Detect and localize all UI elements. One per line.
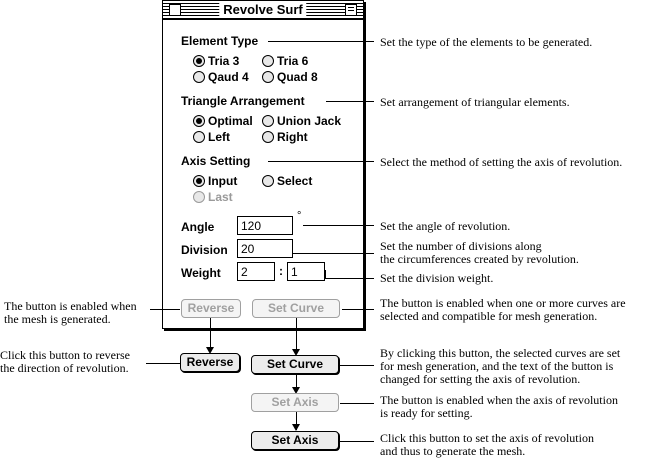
note-angle: Set the angle of revolution. <box>380 219 511 233</box>
leader-element-type <box>268 41 374 42</box>
radio-dot-icon <box>262 131 274 143</box>
reverse-button[interactable]: Reverse <box>180 353 240 372</box>
leader-axis-click <box>340 441 374 442</box>
note-reverse-click-2: the direction of revolution. <box>0 361 129 375</box>
radio-dot-icon <box>262 175 274 187</box>
note-reverse-click-1: Click this button to reverse <box>0 348 130 362</box>
radio-dot-icon <box>193 55 205 67</box>
radio-dot-icon <box>193 131 205 143</box>
note-axis-enabled-1: The button is enabled when the axis of r… <box>380 393 618 407</box>
leader-division <box>293 253 374 254</box>
radio-tria3[interactable]: Tria 3 <box>193 54 239 68</box>
set-axis-button-disabled: Set Axis <box>251 393 339 412</box>
radio-tria6[interactable]: Tria 6 <box>262 54 308 68</box>
angle-input[interactable]: 120 <box>237 216 293 235</box>
weight-separator: : <box>279 264 283 278</box>
radio-dot-icon <box>193 115 205 127</box>
arrow-line-axis2 <box>296 412 297 430</box>
reverse-button-disabled: Reverse <box>181 299 241 318</box>
arrow-line-axis1 <box>296 374 297 392</box>
radio-right[interactable]: Right <box>262 130 308 144</box>
arrow-down-icon <box>292 349 300 356</box>
title-bar[interactable]: Revolve Surf <box>163 1 363 20</box>
set-curve-button-disabled: Set Curve <box>252 299 340 318</box>
element-type-heading: Element Type <box>181 34 259 48</box>
leader-axis-enabled <box>340 403 374 404</box>
radio-optimal[interactable]: Optimal <box>193 114 253 128</box>
arrow-down-icon <box>292 424 300 431</box>
radio-quad8[interactable]: Quad 8 <box>262 70 318 84</box>
leader-reverse-enabled <box>150 309 180 310</box>
radio-dot-icon <box>262 55 274 67</box>
note-curve-click-2: for mesh generation, and the text of the… <box>380 359 614 373</box>
set-curve-button[interactable]: Set Curve <box>251 355 339 374</box>
arrow-down-icon <box>206 347 214 354</box>
axis-setting-heading: Axis Setting <box>181 154 251 168</box>
radio-union-jack[interactable]: Union Jack <box>262 114 341 128</box>
division-input[interactable]: 20 <box>237 239 293 258</box>
leader-reverse-click <box>146 363 180 364</box>
arrow-line-reverse <box>210 318 211 351</box>
leader-axis-setting <box>268 161 374 162</box>
note-element-type: Set the type of the elements to be gener… <box>380 35 593 49</box>
note-weight: Set the division weight. <box>380 271 494 285</box>
arrow-down-icon <box>292 387 300 394</box>
note-curve-enabled-1: The button is enabled when one or more c… <box>380 296 626 310</box>
note-curve-click-3: changed for setting the axis of revoluti… <box>380 372 581 386</box>
set-axis-button[interactable]: Set Axis <box>251 431 339 450</box>
weight-input-2[interactable]: 1 <box>287 262 325 281</box>
radio-dot-icon <box>262 71 274 83</box>
note-axis-enabled-2: is ready for setting. <box>380 406 473 420</box>
arrow-line-curve <box>296 318 297 353</box>
leader-curve-click <box>340 365 374 366</box>
weight-label: Weight <box>181 266 221 280</box>
radio-input[interactable]: Input <box>193 174 237 188</box>
radio-select[interactable]: Select <box>262 174 312 188</box>
note-axis-setting: Select the method of setting the axis of… <box>380 155 623 169</box>
division-label: Division <box>181 243 228 257</box>
leader-curve-enabled <box>342 309 374 310</box>
zoom-box-icon[interactable] <box>345 4 357 16</box>
weight-input-1[interactable]: 2 <box>237 262 275 281</box>
leader-weight-tick <box>325 270 326 278</box>
radio-left[interactable]: Left <box>193 130 230 144</box>
radio-dot-icon <box>262 115 274 127</box>
radio-last: Last <box>193 190 233 204</box>
window-title: Revolve Surf <box>219 2 307 18</box>
note-axis-click-2: and thus to generate the mesh. <box>380 444 526 458</box>
angle-label: Angle <box>181 220 215 234</box>
radio-dot-icon <box>193 71 205 83</box>
revolve-surf-window: Revolve Surf Element Type Tria 3 Tria 6 … <box>162 0 364 329</box>
degree-symbol: ° <box>297 210 302 222</box>
note-axis-click-1: Click this button to set the axis of rev… <box>380 431 594 445</box>
note-division-2: the circumferences created by revolution… <box>380 252 579 266</box>
leader-arrangement <box>326 101 374 102</box>
note-curve-click-1: By clicking this button, the selected cu… <box>380 346 621 360</box>
close-box-icon[interactable] <box>169 4 181 16</box>
note-curve-enabled-2: selected and compatible for mesh generat… <box>380 309 598 323</box>
note-reverse-enabled-2: the mesh is generated. <box>4 312 111 326</box>
leader-weight <box>325 278 374 279</box>
radio-dot-icon <box>193 191 205 203</box>
radio-quad4[interactable]: Qaud 4 <box>193 70 249 84</box>
leader-angle <box>303 225 374 226</box>
note-arrangement: Set arrangement of triangular elements. <box>380 95 570 109</box>
radio-dot-icon <box>193 175 205 187</box>
note-reverse-enabled-1: The button is enabled when <box>4 299 137 313</box>
note-division-1: Set the number of divisions along <box>380 239 542 253</box>
triangle-arrangement-heading: Triangle Arrangement <box>181 94 305 108</box>
